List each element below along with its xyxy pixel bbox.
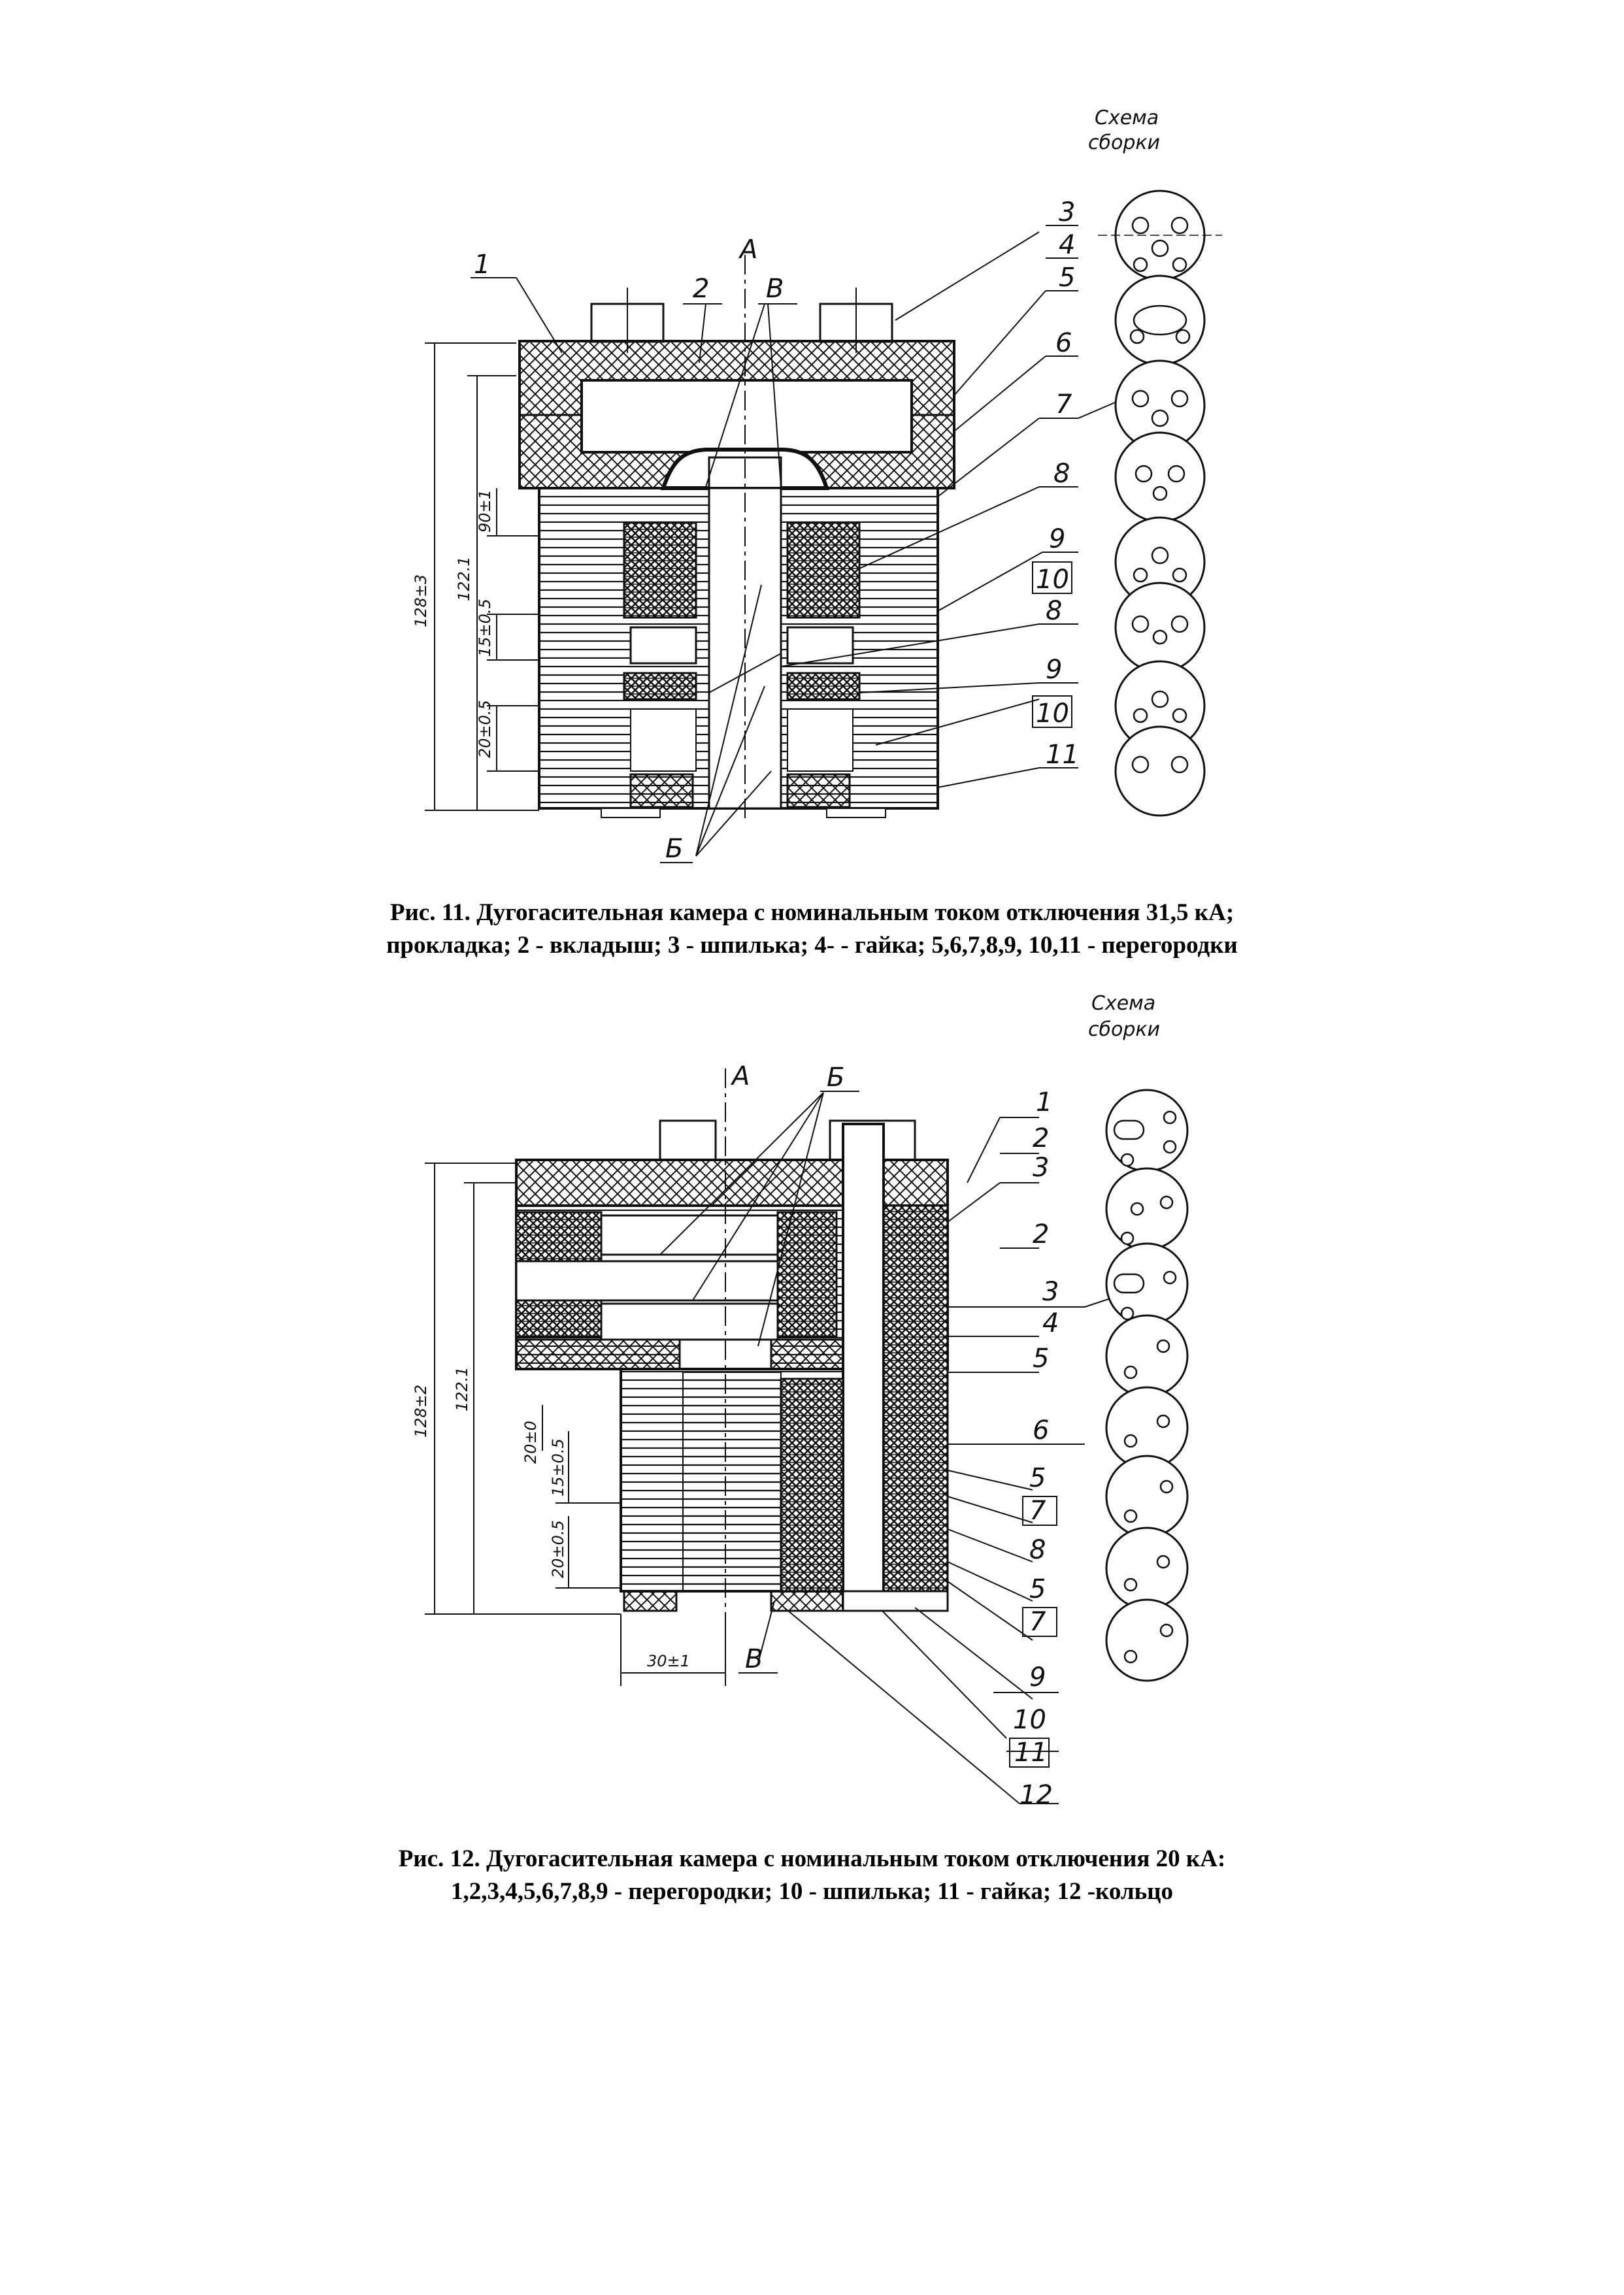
callout-3: 3 <box>1059 197 1075 227</box>
schema-title-line2-12: сборки <box>1088 1018 1160 1041</box>
callout-B-bottom-12: В <box>745 1644 763 1674</box>
callout-B-top-12: Б <box>827 1063 844 1093</box>
schema-title-line1: Схема <box>1095 107 1159 129</box>
callout-9: 9 <box>1049 524 1065 554</box>
axis-label-a-12: А <box>730 1061 750 1091</box>
callout-4: 4 <box>1059 230 1075 260</box>
dim-middle-12: 15±0.5 <box>549 1438 567 1496</box>
bottom-ring-right <box>786 773 851 808</box>
callout-1: 1 <box>474 250 490 280</box>
dim-stack-height-12: 122.1 <box>453 1366 471 1412</box>
callout-12-3: 3 <box>1033 1153 1049 1183</box>
callout-12-3b: 3 <box>1042 1277 1059 1307</box>
schema-title-line2: сборки <box>1088 131 1160 154</box>
axis-label-a: А <box>738 235 757 265</box>
dim-stack-height: 122.1 <box>455 556 473 601</box>
figure-12-drawing: А 128±2 122.1 20±0 15±0.5 20±0.5 30±1 Б … <box>412 992 1189 1810</box>
dim-width-12: 30±1 <box>647 1652 690 1670</box>
callout-8: 8 <box>1053 459 1070 489</box>
figure-11-drawing: А 128±3 122.1 90±1 15±0.5 20±0.5 1 2 В <box>412 107 1222 864</box>
dim-overall-height-12: 128±2 <box>412 1385 430 1438</box>
insert-block-lower-left <box>623 672 697 701</box>
callout-12-1: 1 <box>1036 1087 1052 1117</box>
dim-lower: 20±0.5 <box>476 700 494 758</box>
callout-12-11: 11 <box>1014 1738 1048 1768</box>
callout-7: 7 <box>1055 389 1072 420</box>
figure-12-caption-line2: 1,2,3,4,5,6,7,8,9 - перегородки; 10 - шп… <box>450 1878 1173 1905</box>
callout-12-5: 5 <box>1033 1344 1049 1374</box>
callout-12-7: 7 <box>1029 1496 1046 1526</box>
figure-12-caption-line1: Рис. 12. Дугогасительная камера с номина… <box>398 1845 1226 1872</box>
figure-11-caption-line2: прокладка; 2 - вкладыш; 3 - шпилька; 4- … <box>386 932 1238 959</box>
assembly-schema-12 <box>1105 1089 1189 1682</box>
callout-10: 10 <box>1036 565 1069 595</box>
callout-12-7b: 7 <box>1029 1607 1046 1637</box>
callout-12-10: 10 <box>1013 1705 1046 1735</box>
dim-upper: 90±1 <box>476 489 494 533</box>
insert <box>580 379 913 454</box>
stud-10 <box>842 1123 885 1609</box>
callout-5: 5 <box>1059 263 1075 293</box>
callout-12-5b: 5 <box>1029 1463 1046 1493</box>
insert-block-upper-right <box>786 521 861 619</box>
figure-11-caption-line1: Рис. 11. Дугогасительная камера с номина… <box>389 899 1235 926</box>
dense-insert-right <box>776 1211 838 1338</box>
callout-12-2b: 2 <box>1033 1219 1049 1249</box>
callout-B-bottom: Б <box>665 834 683 864</box>
callout-12-5c: 5 <box>1029 1574 1046 1604</box>
bottom-ring-left <box>629 773 694 808</box>
dim-middle: 15±0.5 <box>476 599 494 657</box>
callout-12-8: 8 <box>1029 1535 1046 1565</box>
callout-12-4: 4 <box>1042 1308 1059 1338</box>
callout-11: 11 <box>1046 740 1079 770</box>
assembly-schema-11 <box>1114 190 1206 817</box>
dim-overall-height: 128±3 <box>412 574 430 627</box>
insert-block-lower-right <box>786 672 861 701</box>
schema-title-line1-12: Схема <box>1091 992 1155 1015</box>
callout-10b: 10 <box>1036 699 1069 729</box>
dim-upper-12: 20±0 <box>522 1421 540 1464</box>
callout-8b: 8 <box>1046 596 1062 626</box>
insert-block-upper-left <box>623 521 697 619</box>
callout-2: 2 <box>693 274 709 304</box>
callout-9b: 9 <box>1046 655 1062 685</box>
callout-6: 6 <box>1055 328 1072 358</box>
callout-12-2: 2 <box>1033 1123 1049 1153</box>
dim-lower-12: 20±0.5 <box>549 1520 567 1578</box>
callout-12-12: 12 <box>1019 1780 1053 1810</box>
callout-B-top: В <box>766 274 784 304</box>
callout-12-6: 6 <box>1033 1415 1049 1445</box>
callout-12-9: 9 <box>1029 1662 1046 1692</box>
